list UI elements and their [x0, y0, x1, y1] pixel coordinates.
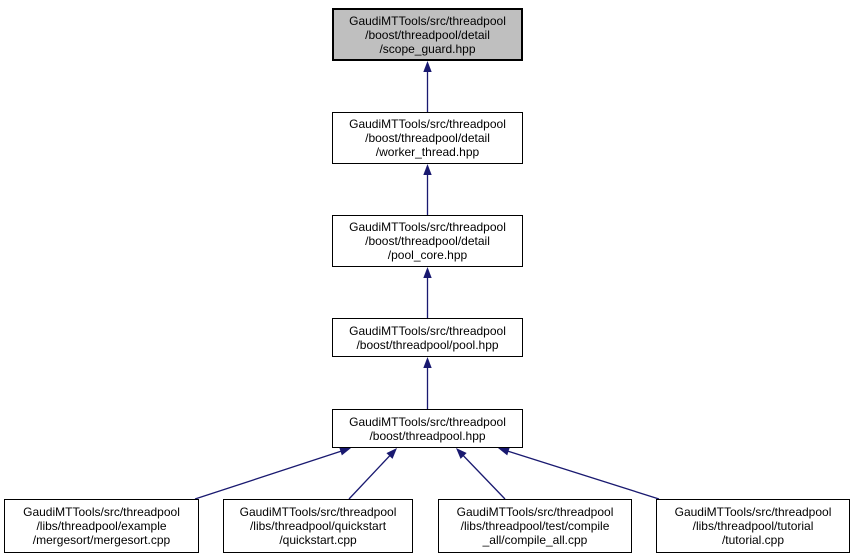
- edge-line: [461, 454, 506, 500]
- edge-pool-hpp-to-pool-core: [423, 267, 432, 318]
- edge-mergesort-to-threadpool-hpp: [194, 447, 351, 500]
- edge-line: [348, 454, 392, 500]
- graph-node-pool-core[interactable]: GaudiMTTools/src/threadpool/boost/thread…: [332, 215, 523, 267]
- edge-threadpool-hpp-to-pool-hpp: [423, 357, 432, 409]
- node-label-line: /mergesort/mergesort.cpp: [32, 533, 171, 547]
- edge-arrowhead-icon: [456, 448, 467, 459]
- node-label-line: GaudiMTTools/src/threadpool: [349, 220, 506, 234]
- edge-compile-all-to-threadpool-hpp: [456, 448, 506, 500]
- edge-arrowhead-icon: [386, 448, 397, 459]
- node-label-line: /tutorial.cpp: [721, 533, 785, 547]
- node-label-line: GaudiMTTools/src/threadpool: [23, 505, 180, 519]
- node-label-line: /libs/threadpool/tutorial: [692, 519, 814, 533]
- edge-pool-core-to-worker-thread: [423, 164, 432, 215]
- node-label-line: /quickstart.cpp: [279, 533, 357, 547]
- node-label-line: /boost/threadpool/pool.hpp: [356, 337, 499, 352]
- node-label-line: /boost/threadpool/detail: [365, 131, 490, 145]
- node-label-line: GaudiMTTools/src/threadpool: [456, 505, 614, 519]
- graph-node-pool-hpp[interactable]: GaudiMTTools/src/threadpool/boost/thread…: [332, 318, 523, 357]
- edge-tutorial-to-threadpool-hpp: [498, 447, 660, 500]
- graph-node-quickstart[interactable]: GaudiMTTools/src/threadpool/libs/threadp…: [223, 499, 413, 553]
- edge-arrowhead-icon: [423, 61, 432, 72]
- node-label-line: /libs/threadpool/quickstart: [249, 519, 387, 533]
- edge-worker-thread-to-scope-guard: [423, 61, 432, 112]
- edge-arrowhead-icon: [423, 267, 432, 278]
- edge-arrowhead-icon: [423, 164, 432, 175]
- node-label-line: /worker_thread.hpp: [375, 145, 480, 159]
- graph-node-compile-all[interactable]: GaudiMTTools/src/threadpool/libs/threadp…: [438, 499, 632, 553]
- graph-node-mergesort[interactable]: GaudiMTTools/src/threadpool/libs/threadp…: [4, 499, 199, 553]
- edge-arrowhead-icon: [498, 447, 510, 456]
- node-label-line: GaudiMTTools/src/threadpool: [349, 117, 506, 131]
- graph-node-tutorial[interactable]: GaudiMTTools/src/threadpool/libs/threadp…: [656, 499, 850, 553]
- node-label-line: GaudiMTTools/src/threadpool: [349, 414, 506, 429]
- node-label-line: _all/compile_all.cpp: [482, 533, 588, 547]
- node-label-line: /pool_core.hpp: [387, 248, 468, 262]
- edge-line: [194, 450, 343, 500]
- graph-node-scope-guard: GaudiMTTools/src/threadpool/boost/thread…: [332, 8, 523, 61]
- node-label-line: /boost/threadpool/detail: [365, 234, 490, 248]
- node-label-line: /libs/threadpool/test/compile: [460, 519, 610, 533]
- node-label-line: GaudiMTTools/src/threadpool: [239, 505, 397, 519]
- edge-line: [506, 450, 660, 500]
- node-label-line: /boost/threadpool.hpp: [369, 428, 486, 443]
- node-label-line: /libs/threadpool/example: [36, 519, 167, 533]
- node-label-line: GaudiMTTools/src/threadpool: [674, 505, 832, 519]
- edge-quickstart-to-threadpool-hpp: [348, 448, 397, 500]
- node-label-line: GaudiMTTools/src/threadpool: [349, 13, 506, 28]
- node-label-line: /boost/threadpool/detail: [365, 27, 490, 42]
- edge-arrowhead-icon: [423, 357, 432, 368]
- graph-node-worker-thread[interactable]: GaudiMTTools/src/threadpool/boost/thread…: [332, 112, 523, 164]
- node-label-line: GaudiMTTools/src/threadpool: [349, 323, 506, 338]
- node-label-line: /scope_guard.hpp: [379, 41, 476, 56]
- graph-node-threadpool-hpp[interactable]: GaudiMTTools/src/threadpool/boost/thread…: [332, 409, 523, 448]
- edge-arrowhead-icon: [339, 447, 351, 456]
